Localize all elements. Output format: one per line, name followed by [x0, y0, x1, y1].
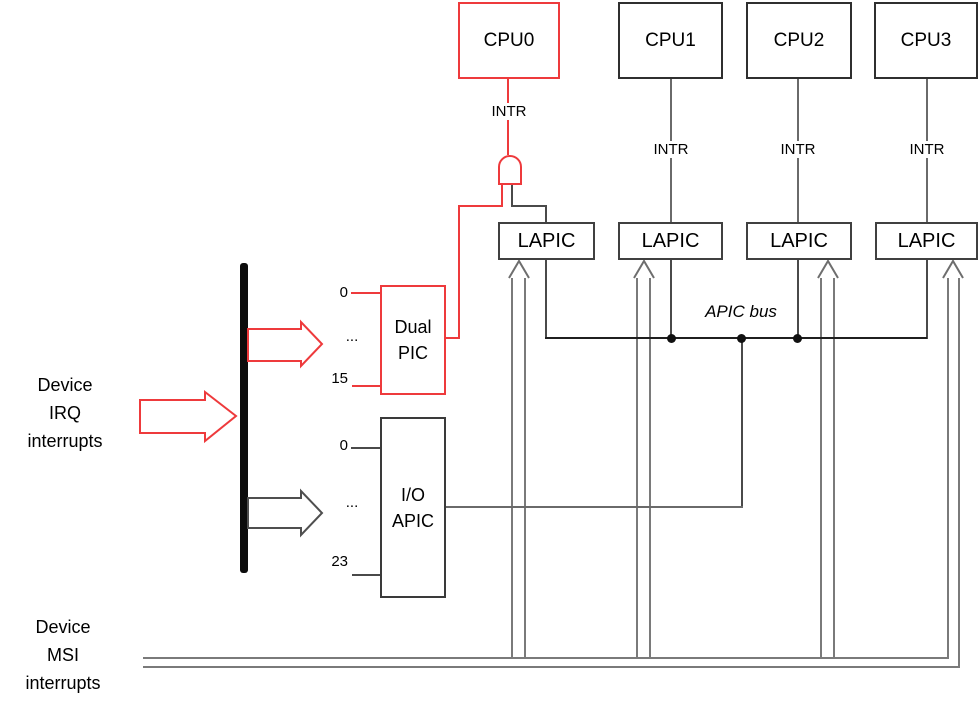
lapic2-bus-line	[797, 260, 799, 339]
device-irq-arrow	[139, 389, 238, 444]
dual-pic-label-line2: PIC	[397, 343, 428, 363]
apic-bus-label: APIC bus	[705, 302, 777, 321]
lapic3-label: LAPIC	[897, 229, 956, 252]
pic-riser-line	[458, 205, 460, 339]
pic-input-15-label: 15	[331, 370, 348, 387]
msi-shaft-line	[958, 276, 960, 668]
bus-junction-dot	[737, 334, 746, 343]
msi-shaft-line	[833, 276, 835, 659]
io-apic-label-line2: APIC	[391, 510, 434, 531]
lapic0-label: LAPIC	[517, 229, 576, 252]
intr-label-cpu0: INTR	[488, 103, 530, 120]
device-irq-label: Device IRQ interrupts	[2, 371, 128, 455]
msi-shaft-line	[636, 276, 638, 659]
msi-shaft-line	[524, 276, 526, 659]
device-irq-label-line3: interrupts	[27, 431, 103, 451]
ioapic-input-23-label: 23	[331, 553, 348, 570]
io-apic-label-line1: I/O	[400, 484, 425, 505]
dual-pic-label-line1: Dual	[394, 317, 432, 337]
gate-input-pic-line	[501, 183, 503, 207]
lapic1-label: LAPIC	[641, 229, 700, 252]
interrupt-gate	[498, 155, 522, 185]
cpu0-box: CPU0	[458, 2, 560, 79]
apic-bus-line	[545, 337, 927, 339]
pic-input-line-0	[351, 292, 380, 294]
lapic0-box: LAPIC	[498, 222, 595, 260]
ioapic-input-0-label: 0	[339, 437, 348, 454]
irq-to-pic-arrow	[247, 319, 324, 369]
cpu1-label: CPU1	[645, 29, 696, 51]
gate-input-lapic-line	[511, 183, 513, 207]
io-apic-box: I/O APIC	[380, 417, 446, 598]
cpu2-label: CPU2	[773, 29, 825, 51]
device-msi-label-line1: Device	[35, 617, 91, 637]
device-msi-label-line3: interrupts	[25, 673, 101, 693]
irq-source-bar	[240, 263, 248, 573]
cpu0-label: CPU0	[483, 29, 535, 51]
dual-pic-box: Dual PIC	[380, 285, 446, 395]
pic-output-line	[444, 337, 460, 339]
msi-bus-line	[143, 657, 949, 659]
device-irq-label-line1: Device	[37, 375, 93, 395]
pic-input-line-15	[352, 385, 380, 387]
device-msi-label-line2: MSI	[46, 645, 79, 665]
msi-arrowhead	[633, 259, 655, 279]
msi-arrowhead	[508, 259, 530, 279]
bus-junction-dot	[793, 334, 802, 343]
msi-bus-line	[143, 666, 960, 668]
irq-to-ioapic-arrow	[247, 488, 324, 538]
ioapic-input-line-0	[351, 447, 380, 449]
msi-shaft-line	[820, 276, 822, 659]
intr-label-cpu2: INTR	[777, 141, 819, 158]
gate-input-lapic-line	[545, 205, 547, 224]
lapic1-bus-line	[670, 260, 672, 339]
lapic1-box: LAPIC	[618, 222, 723, 260]
gate-input-pic-line	[458, 205, 503, 207]
ioapic-output-line	[444, 506, 743, 508]
ioapic-bus-riser	[741, 338, 743, 508]
cpu3-label: CPU3	[900, 29, 952, 51]
lapic3-box: LAPIC	[875, 222, 978, 260]
ioapic-input-line-23	[352, 574, 380, 576]
msi-shaft-line	[511, 276, 513, 659]
device-msi-label: Device MSI interrupts	[0, 613, 126, 697]
intr-label-cpu3: INTR	[906, 141, 948, 158]
msi-shaft-line	[947, 276, 949, 659]
msi-arrowhead	[942, 259, 964, 279]
pic-input-0-label: 0	[339, 284, 348, 301]
cpu3-box: CPU3	[874, 2, 978, 79]
msi-shaft-line	[649, 276, 651, 659]
lapic2-box: LAPIC	[746, 222, 852, 260]
gate-input-lapic-line	[511, 205, 547, 207]
lapic2-label: LAPIC	[770, 229, 828, 252]
device-irq-label-line2: IRQ	[48, 403, 81, 423]
ioapic-input-ellipsis: ...	[345, 494, 359, 511]
cpu1-box: CPU1	[618, 2, 723, 79]
intr-label-cpu1: INTR	[650, 141, 692, 158]
cpu2-box: CPU2	[746, 2, 852, 79]
pic-input-ellipsis: ...	[345, 328, 359, 345]
lapic0-bus-line	[545, 260, 547, 339]
msi-arrowhead	[817, 259, 839, 279]
bus-junction-dot	[667, 334, 676, 343]
lapic3-bus-line	[926, 260, 928, 339]
